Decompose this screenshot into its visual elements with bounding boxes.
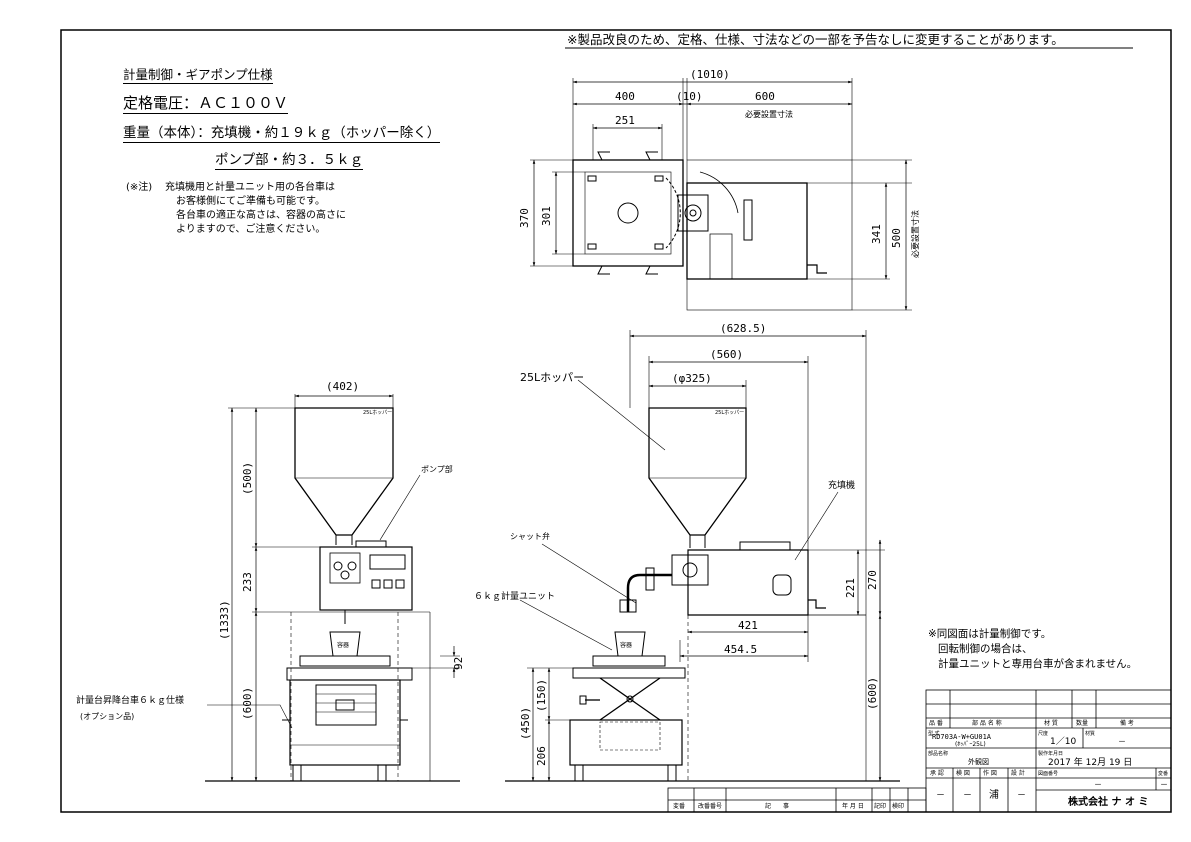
tb-check: － (963, 791, 972, 801)
dim-side-base1: 421 (738, 619, 758, 632)
front-view-labels: (402) (1333) (500) 233 (600) 92 ポンプ部 25L… (76, 380, 465, 721)
dim-top-h-right: 341 (870, 224, 883, 244)
top-view-dimensions: (1010) 400 (10) 600 必要設置寸法 251 370 301 3… (518, 68, 920, 258)
tb-model-label: 型 式 (928, 730, 940, 737)
tb-h-part-name: 部 品 名 称 (972, 719, 1002, 727)
dim-side-hopper-d: (φ325) (672, 372, 712, 385)
label-hopper-tag-front: 25Lホッパー (363, 410, 392, 416)
tb-h-draw: 作 図 (983, 769, 997, 777)
label-cup-side: 容器 (620, 641, 632, 649)
tb-design: － (1017, 791, 1026, 801)
dim-front-body-h: 233 (241, 572, 254, 592)
spec-voltage: 定格電圧：ＡＣ１００Ｖ (123, 94, 289, 114)
rev-h-rev: 変番 (673, 802, 685, 810)
label-pump: ポンプ部 (421, 464, 453, 474)
dim-top-right: 600 (755, 90, 775, 103)
dim-top-h-note: 必要設置寸法 (910, 210, 920, 258)
tb-model-sub: (ﾎｯﾊﾟｰ25L) (955, 741, 986, 748)
tb-approve: － (936, 791, 945, 801)
tb-h-design: 設 計 (1011, 769, 1025, 777)
tb-draw: 浦 (989, 788, 999, 801)
tb-part-label: 部品名称 (928, 750, 948, 757)
dim-side-lift-top: (150) (535, 679, 548, 712)
dim-top-gap: (10) (676, 90, 703, 103)
label-cart-option: (オプション品) (80, 712, 134, 721)
dim-front-width: (402) (326, 380, 359, 393)
tb-material-label: 材質 (1085, 730, 1095, 737)
tb-h-check: 検 図 (956, 769, 970, 777)
caution-line-4: よりますので、ご注意ください。 (176, 224, 326, 235)
side-note-2: 回転制御の場合は、 (938, 643, 1033, 655)
side-note-3: 計量ユニットと専用台車が含まれません。 (938, 658, 1138, 670)
label-hopper-tag-side: 25Lホッパー (715, 410, 744, 416)
spec-title: 計量制御・ギアポンプ仕様 (123, 67, 273, 84)
label-unit: ６ｋｇ計量ユニット (474, 590, 555, 602)
spec-weight: 重量（本体）：充填機・約１９ｋｇ（ホッパー除く） (123, 125, 441, 143)
tb-part-name: 外観図 (968, 757, 989, 766)
dim-top-left: 400 (615, 90, 635, 103)
dim-side-right-h: 270 (866, 570, 879, 590)
tb-company: 株式会社 ナ オ ミ (1068, 795, 1148, 808)
tb-material: － (1118, 737, 1126, 746)
label-valve: シャット弁 (510, 531, 550, 541)
tb-model: RD703A-W+GU01A (932, 733, 992, 741)
dim-top-h-inner: 301 (540, 206, 553, 226)
dim-side-lift-bottom: 206 (535, 746, 548, 766)
dim-side-total: (628.5) (720, 322, 766, 335)
dim-front-cart-h: (600) (241, 687, 254, 720)
title-block (925, 689, 1172, 813)
front-view (205, 394, 460, 782)
tb-scale-label: 尺度 (1038, 730, 1048, 737)
dim-front-gap: 92 (452, 657, 465, 670)
label-cart: 計量台昇降台車６ｋｇ仕様 (76, 694, 184, 706)
side-view (505, 330, 900, 782)
title-block-text: 品 番 部 品 名 称 材 質 数量 備 考 型 式 RD703A-W+GU01… (928, 719, 1168, 808)
tb-rev: － (1160, 780, 1168, 789)
dim-top-right-note: 必要設置寸法 (745, 109, 793, 119)
dim-side-cart-h: (600) (866, 677, 879, 710)
dim-top-h-total: 500 (890, 228, 903, 248)
caution-line-2: お客様側にてご準備も可能です。 (176, 196, 325, 207)
dim-front-hopper-h: (500) (241, 462, 254, 495)
rev-h-change: 改番番号 (698, 802, 722, 810)
tb-h-qty: 数量 (1076, 719, 1088, 727)
label-filler: 充填機 (828, 479, 855, 491)
rev-h-date: 年 月 日 (842, 802, 864, 810)
tb-scale: 1／10 (1050, 736, 1076, 747)
dim-front-total-h: (1333) (218, 600, 231, 640)
revision-block-text: 変番 改番番号 記 事 年 月 日 記印 検印 (673, 802, 904, 810)
dim-side-base2: 454.5 (724, 643, 757, 656)
tb-drawing-no: － (1094, 780, 1102, 789)
dim-top-h-outer: 370 (518, 208, 531, 228)
sheet-border (60, 29, 1172, 813)
dim-side-lift-h: (450) (519, 707, 532, 740)
rev-h-checker: 検印 (892, 802, 904, 810)
label-hopper: 25Lホッパー (520, 371, 584, 384)
spec-pump-weight: ポンプ部・約３．５ｋｇ (215, 152, 364, 170)
tb-date-label: 製作年月日 (1038, 750, 1063, 757)
caution-label: (※注) (126, 182, 153, 193)
caution-line-3: 各台車の適正な高さは、容器の高さに (176, 210, 346, 221)
tb-date: 2017 年 12月 19 日 (1048, 756, 1132, 768)
tb-h-material: 材 質 (1044, 719, 1058, 727)
dim-top-inner: 251 (615, 114, 635, 127)
rev-h-record: 記 事 (765, 802, 789, 810)
side-view-labels: (628.5) (560) (φ325) 221 270 (600) 421 4… (474, 322, 879, 766)
dim-side-mid: (560) (710, 348, 743, 361)
side-note-1: ※同図面は計量制御です。 (928, 628, 1052, 640)
tb-h-item-no: 品 番 (929, 720, 943, 727)
top-view (530, 78, 912, 311)
caution-line-1: 充填機用と計量ユニット用の各台車は (165, 182, 335, 193)
tb-h-approve: 承 認 (930, 769, 944, 777)
dim-side-body-h: 221 (844, 578, 857, 598)
tb-h-remarks: 備 考 (1120, 719, 1134, 727)
tb-drawing-no-label: 図面番号 (1038, 770, 1058, 777)
rev-h-author: 記印 (874, 802, 886, 810)
header-notice: ※製品改良のため、定格、仕様、寸法などの一部を予告なしに変更することがあります。 (567, 32, 1064, 47)
label-cup-front: 容器 (337, 641, 349, 649)
tb-rev-label: 変番 (1158, 770, 1168, 777)
dim-top-total: (1010) (690, 68, 730, 81)
